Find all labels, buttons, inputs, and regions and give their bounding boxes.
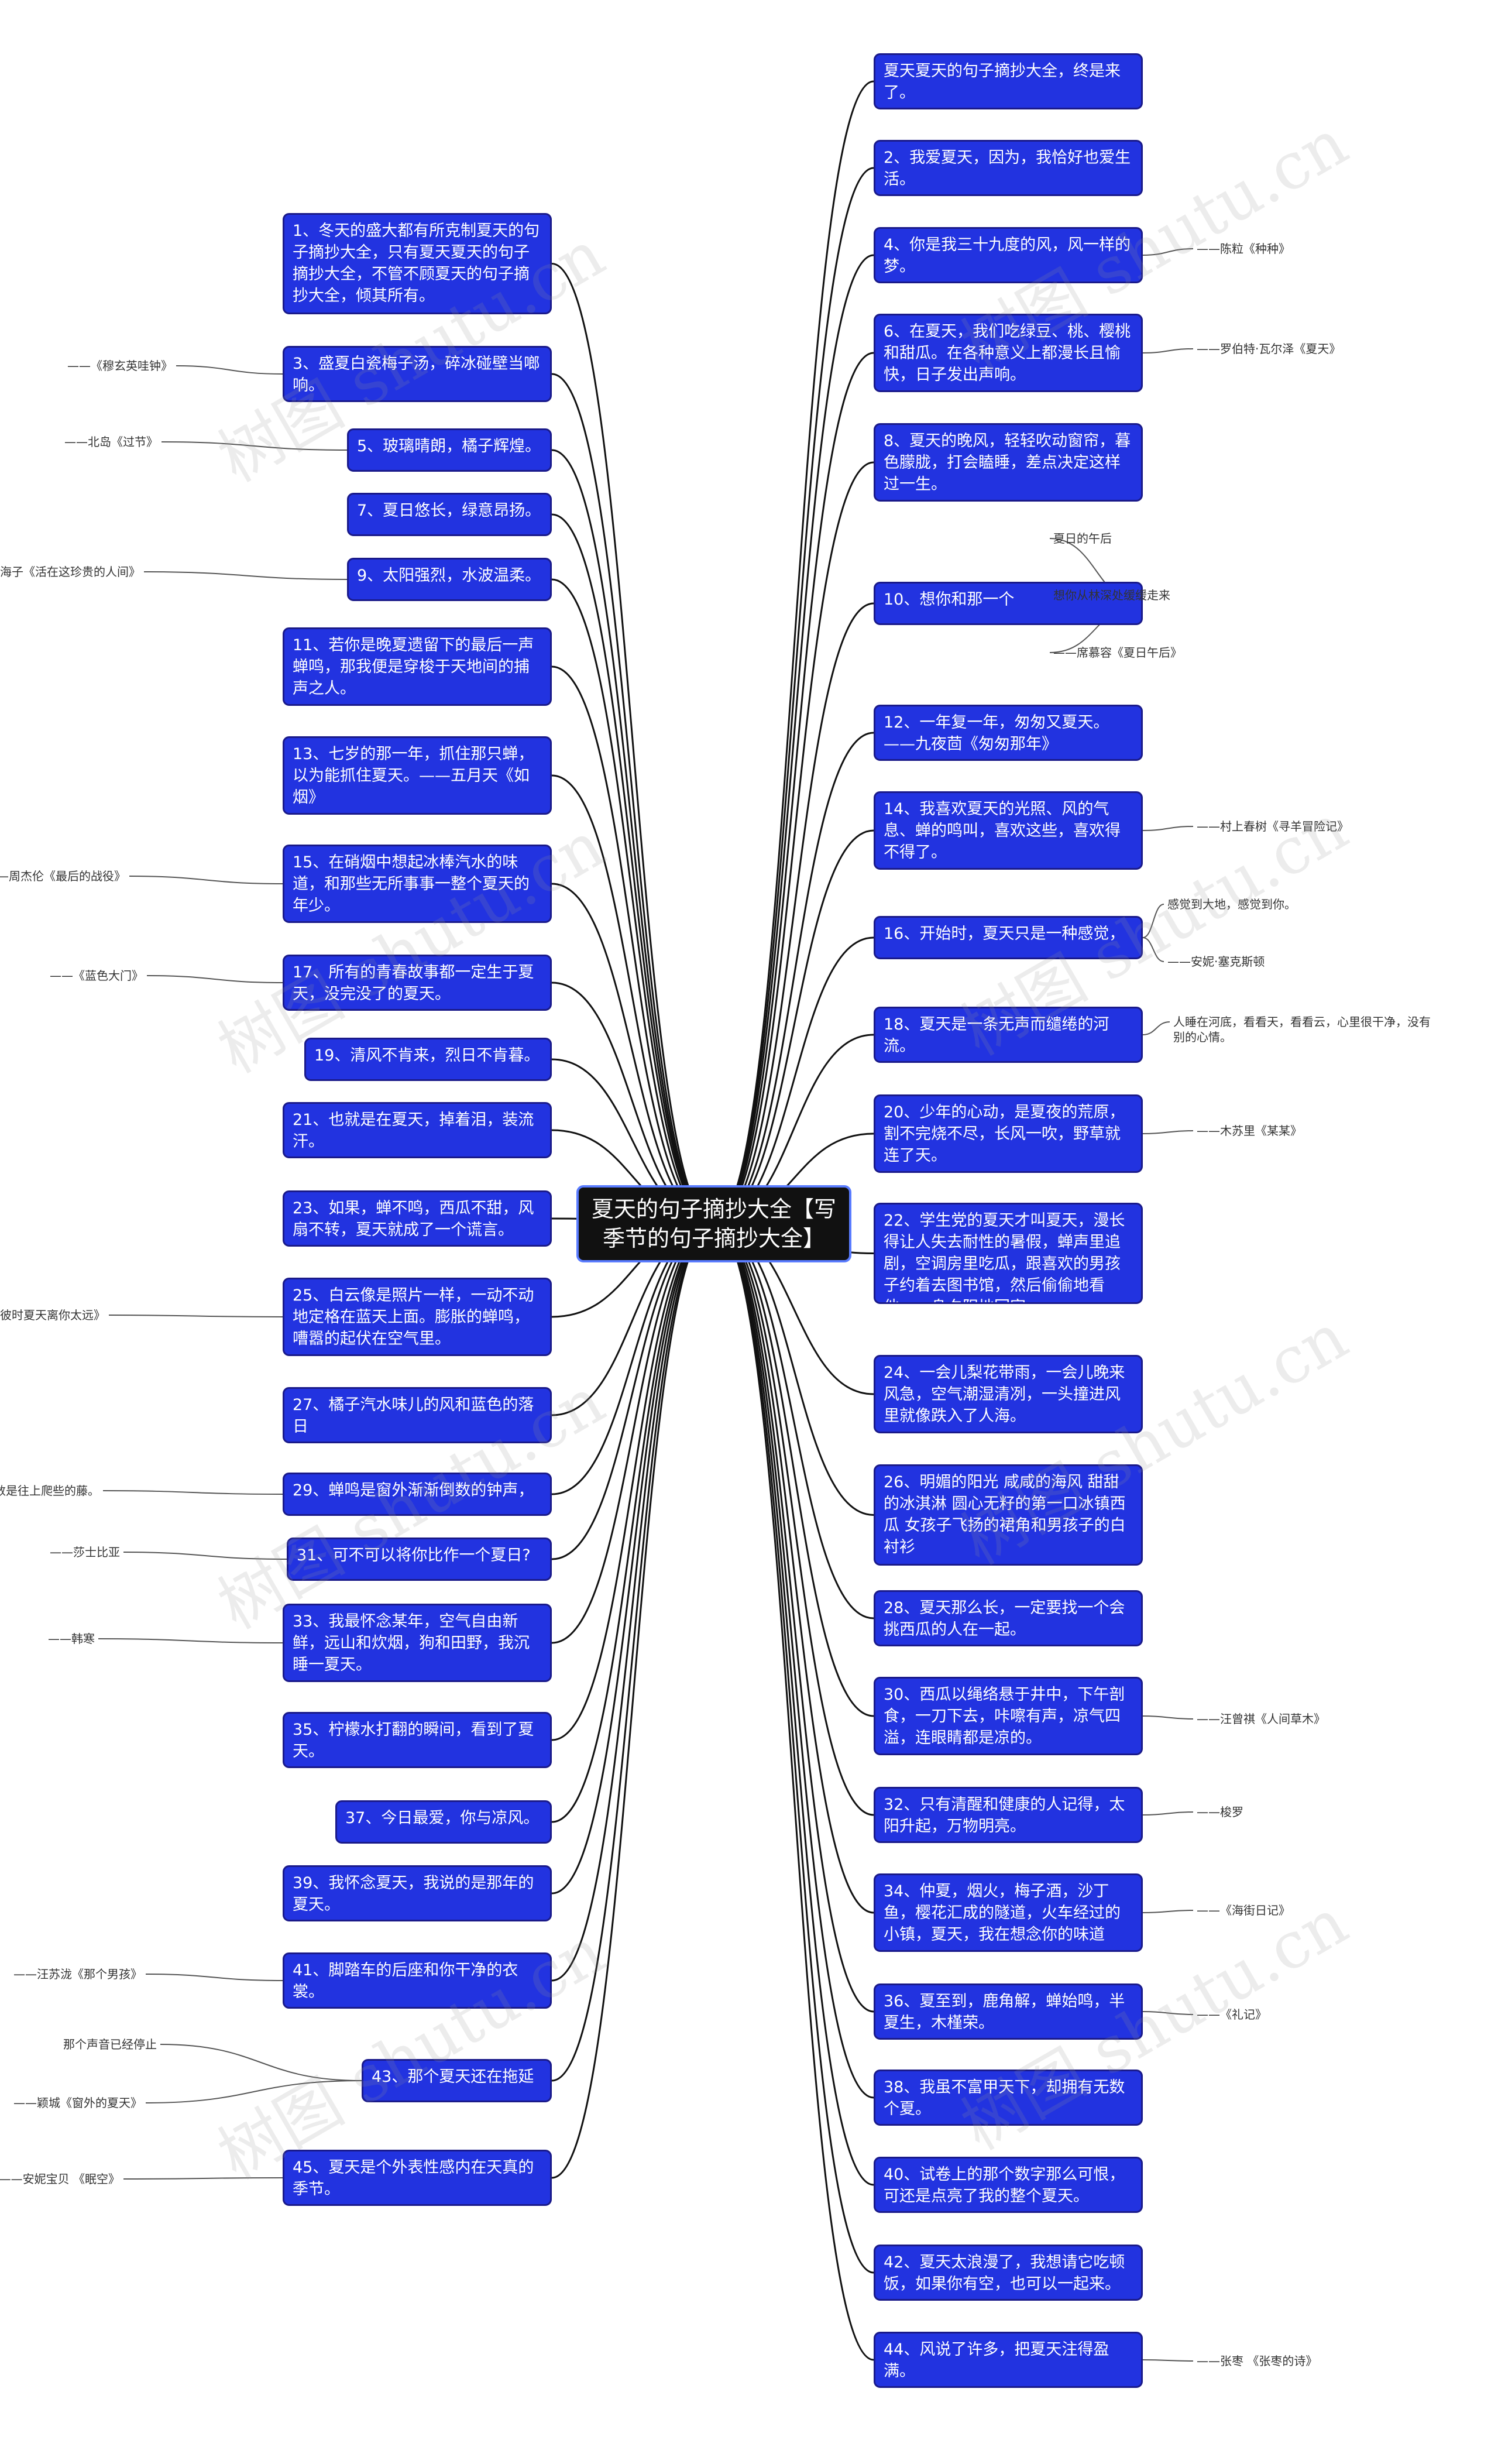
- source-note: ——梭罗: [1197, 1805, 1243, 1819]
- left-topic-node[interactable]: 31、可不可以将你比作一个夏日?: [287, 1538, 552, 1581]
- source-note: ——北岛《过节》: [64, 435, 158, 449]
- right-topic-node[interactable]: 36、夏至到，鹿角解，蝉始鸣，半夏生，木槿荣。: [874, 1983, 1143, 2040]
- right-topic-node[interactable]: 40、试卷上的那个数字那么可恨，可还是点亮了我的整个夏天。: [874, 2157, 1143, 2213]
- right-topic-node[interactable]: 34、仲夏，烟火，梅子酒，沙丁鱼，樱花汇成的隧道，火车经过的小镇，夏天，我在想念…: [874, 1873, 1143, 1952]
- left-topic-node[interactable]: 25、白云像是照片一样，一动不动地定格在蓝天上面。膨胀的蝉鸣，嘈嚣的起伏在空气里…: [283, 1278, 552, 1356]
- source-note: ——《海街日记》: [1197, 1903, 1290, 1917]
- right-topic-node[interactable]: 44、风说了许多，把夏天注得盈满。: [874, 2332, 1143, 2388]
- source-note: ——郭敬明《彼时夏天离你太远》: [0, 1308, 105, 1322]
- right-topic-node[interactable]: 6、在夏天，我们吃绿豆、桃、樱桃和甜瓜。在各种意义上都漫长且愉快，日子发出声响。: [874, 314, 1143, 392]
- left-topic-node[interactable]: 39、我怀念夏天，我说的是那年的夏天。: [283, 1865, 552, 1921]
- right-topic-node[interactable]: 28、夏天那么长，一定要找一个会挑西瓜的人在一起。: [874, 1590, 1143, 1646]
- source-note: 想你从林深处缓缓走来: [1053, 588, 1170, 602]
- right-topic-node[interactable]: 20、少年的心动，是夏夜的荒原，割不完烧不尽，长风一吹，野草就连了天。: [874, 1094, 1143, 1173]
- source-note: ——颖城《窗外的夏天》: [13, 2096, 142, 2110]
- left-topic-node[interactable]: 9、太阳强烈，水波温柔。: [347, 558, 552, 601]
- left-topic-node[interactable]: 33、我最怀念某年，空气自由新鲜，远山和炊烟，狗和田野，我沉睡一夏天。: [283, 1604, 552, 1682]
- root-topic[interactable]: 夏天的句子摘抄大全【写季节的句子摘抄大全】: [576, 1185, 851, 1262]
- left-topic-node[interactable]: 43、那个夏天还在拖延: [362, 2059, 552, 2102]
- source-note: 感觉到大地，感觉到你。: [1167, 897, 1296, 911]
- right-topic-node[interactable]: 38、我虽不富甲天下，却拥有无数个夏。: [874, 2070, 1143, 2126]
- left-topic-node[interactable]: 35、柠檬水打翻的瞬间，看到了夏天。: [283, 1712, 552, 1768]
- source-note: ——海子《活在这珍贵的人间》: [0, 565, 140, 579]
- left-topic-node[interactable]: 37、今日最爱，你与凉风。: [335, 1800, 552, 1844]
- right-topic-node[interactable]: 14、我喜欢夏天的光照、风的气息、蝉的鸣叫，喜欢这些，喜欢得不得了。: [874, 791, 1143, 870]
- source-note: ——周杰伦《最后的战役》: [0, 869, 126, 883]
- right-topic-node[interactable]: 16、开始时，夏天只是一种感觉，: [874, 916, 1143, 959]
- source-note: ——汪苏泷《那个男孩》: [13, 1967, 142, 1981]
- left-topic-node[interactable]: 11、若你是晚夏遗留下的最后一声蝉鸣，那我便是穿梭于天地间的捕声之人。: [283, 627, 552, 706]
- left-topic-node[interactable]: 21、也就是在夏天，掉着泪，装流汗。: [283, 1102, 552, 1158]
- left-topic-node[interactable]: 19、清风不肯来，烈日不肯暮。: [304, 1038, 552, 1081]
- right-topic-node[interactable]: 4、你是我三十九度的风，风一样的梦。: [874, 227, 1143, 283]
- right-topic-node[interactable]: 2、我爱夏天，因为，我恰好也爱生活。: [874, 140, 1143, 196]
- right-topic-node[interactable]: 30、西瓜以绳络悬于井中，下午剖食，一刀下去，咔嚓有声，凉气四溢，连眼睛都是凉的…: [874, 1677, 1143, 1755]
- source-note: 考卷的分数是往上爬些的藤。: [0, 1484, 99, 1498]
- left-topic-node[interactable]: 3、盛夏白瓷梅子汤，碎冰碰壁当啷响。: [283, 346, 552, 402]
- right-topic-node[interactable]: 18、夏天是一条无声而缱绻的河流。: [874, 1007, 1143, 1063]
- right-topic-node[interactable]: 8、夏天的晚风，轻轻吹动窗帘，暮色朦胧，打会瞌睡，差点决定这样过一生。: [874, 423, 1143, 502]
- source-note: ——村上春树《寻羊冒险记》: [1197, 819, 1349, 833]
- source-note: 夏日的午后: [1053, 531, 1112, 545]
- source-note: 那个声音已经停止: [63, 2037, 157, 2051]
- left-topic-node[interactable]: 23、如果，蝉不鸣，西瓜不甜，风扇不转，夏天就成了一个谎言。: [283, 1190, 552, 1247]
- right-topic-node[interactable]: 夏天夏天的句子摘抄大全，终是来了。: [874, 53, 1143, 109]
- left-topic-node[interactable]: 29、蝉鸣是窗外渐渐倒数的钟声，: [283, 1473, 552, 1516]
- right-topic-node[interactable]: 10、想你和那一个: [874, 582, 1143, 625]
- left-topic-node[interactable]: 1、冬天的盛大都有所克制夏天的句子摘抄大全，只有夏天夏天的句子摘抄大全，不管不顾…: [283, 213, 552, 314]
- source-note: ——木苏里《某某》: [1197, 1124, 1302, 1138]
- left-topic-node[interactable]: 17、所有的青春故事都一定生于夏天，没完没了的夏天。: [283, 955, 552, 1011]
- right-topic-node[interactable]: 12、一年复一年，匆匆又夏天。——九夜茴《匆匆那年》: [874, 705, 1143, 761]
- source-note: ——汪曾祺《人间草木》: [1197, 1712, 1325, 1726]
- source-note: ——《穆玄英哇钟》: [67, 359, 173, 373]
- source-note: ——《礼记》: [1197, 2007, 1267, 2022]
- source-note: 人睡在河底，看看天，看看云，心里很干净，没有别的心情。: [1173, 1015, 1431, 1044]
- source-note: ——席慕容《夏日午后》: [1053, 646, 1182, 660]
- right-topic-node[interactable]: 22、学生党的夏天才叫夏天，漫长得让人失去耐性的暑假，蝉声里追剧，空调房里吃瓜，…: [874, 1203, 1143, 1304]
- source-note: ——安妮宝贝 《眠空》: [0, 2172, 120, 2186]
- source-note: ——莎士比亚: [50, 1545, 120, 1559]
- right-topic-node[interactable]: 26、明媚的阳光 咸咸的海风 甜甜的冰淇淋 圆心无籽的第一口冰镇西瓜 女孩子飞扬…: [874, 1464, 1143, 1566]
- left-topic-node[interactable]: 13、七岁的那一年，抓住那只蝉，以为能抓住夏天。——五月天《如烟》: [283, 736, 552, 815]
- source-note: ——罗伯特·瓦尔泽《夏天》: [1197, 342, 1341, 356]
- left-topic-node[interactable]: 45、夏天是个外表性感内在天真的季节。: [283, 2150, 552, 2206]
- left-topic-node[interactable]: 27、橘子汽水味儿的风和蓝色的落日: [283, 1387, 552, 1443]
- right-topic-node[interactable]: 24、一会儿梨花带雨，一会儿晚来风急，空气潮湿清冽，一头撞进风里就像跌入了人海。: [874, 1355, 1143, 1433]
- right-topic-node[interactable]: 32、只有清醒和健康的人记得，太阳升起，万物明亮。: [874, 1787, 1143, 1843]
- source-note: ——韩寒: [48, 1632, 95, 1646]
- source-note: ——《蓝色大门》: [50, 969, 143, 983]
- source-note: ——张枣 《张枣的诗》: [1197, 2354, 1318, 2368]
- source-note: ——安妮·塞克斯顿: [1167, 955, 1265, 969]
- left-topic-node[interactable]: 41、脚踏车的后座和你干净的衣裳。: [283, 1952, 552, 2009]
- left-topic-node[interactable]: 5、玻璃晴朗，橘子辉煌。: [347, 428, 552, 472]
- left-topic-node[interactable]: 15、在硝烟中想起冰棒汽水的味道，和那些无所事事一整个夏天的年少。: [283, 845, 552, 923]
- left-topic-node[interactable]: 7、夏日悠长，绿意昂扬。: [347, 493, 552, 536]
- source-note: ——陈粒《种种》: [1197, 242, 1290, 256]
- right-topic-node[interactable]: 42、夏天太浪漫了，我想请它吃顿饭，如果你有空，也可以一起来。: [874, 2245, 1143, 2301]
